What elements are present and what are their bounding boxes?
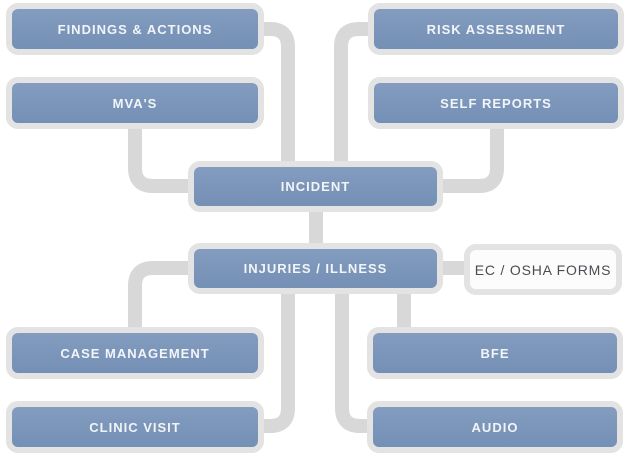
node-bfe-label: BFE — [480, 345, 510, 361]
edge-injuries-to-clinic — [250, 280, 295, 433]
edge-findings-to-incident — [250, 22, 295, 175]
node-incident-label: INCIDENT — [280, 179, 351, 194]
edge-mvas-to-incident — [128, 115, 205, 193]
edge-risk-to-incident — [334, 22, 380, 175]
node-injuries-illness-label: INJURIES / ILLNESS — [243, 261, 388, 276]
node-clinic-visit-label: CLINIC VISIT — [89, 419, 181, 435]
node-self-reports: SELF REPORTS — [368, 77, 624, 129]
node-findings-actions-label: FINDINGS & ACTIONS — [57, 21, 213, 37]
node-incident: INCIDENT — [188, 161, 443, 212]
node-mvas-label: MVA'S — [112, 95, 158, 111]
node-injuries-illness: INJURIES / ILLNESS — [188, 243, 443, 294]
node-self-reports-label: SELF REPORTS — [440, 95, 552, 111]
node-bfe: BFE — [367, 327, 623, 379]
node-risk-assessment-label: RISK ASSESSMENT — [426, 21, 566, 37]
node-audio-label: AUDIO — [471, 419, 519, 435]
node-clinic-visit: CLINIC VISIT — [6, 401, 264, 453]
node-case-management: CASE MANAGEMENT — [6, 327, 264, 379]
node-ec-osha-forms: EC / OSHA FORMS — [464, 244, 622, 295]
edge-injuries-to-audio — [335, 280, 380, 433]
node-findings-actions: FINDINGS & ACTIONS — [6, 3, 264, 55]
node-mvas: MVA'S — [6, 77, 264, 129]
node-audio: AUDIO — [367, 401, 623, 453]
node-risk-assessment: RISK ASSESSMENT — [368, 3, 624, 55]
node-case-management-label: CASE MANAGEMENT — [60, 345, 210, 361]
edge-injuries-to-case — [128, 261, 205, 340]
edge-selfreports-to-incident — [426, 115, 504, 193]
node-ec-osha-forms-label: EC / OSHA FORMS — [474, 261, 612, 278]
